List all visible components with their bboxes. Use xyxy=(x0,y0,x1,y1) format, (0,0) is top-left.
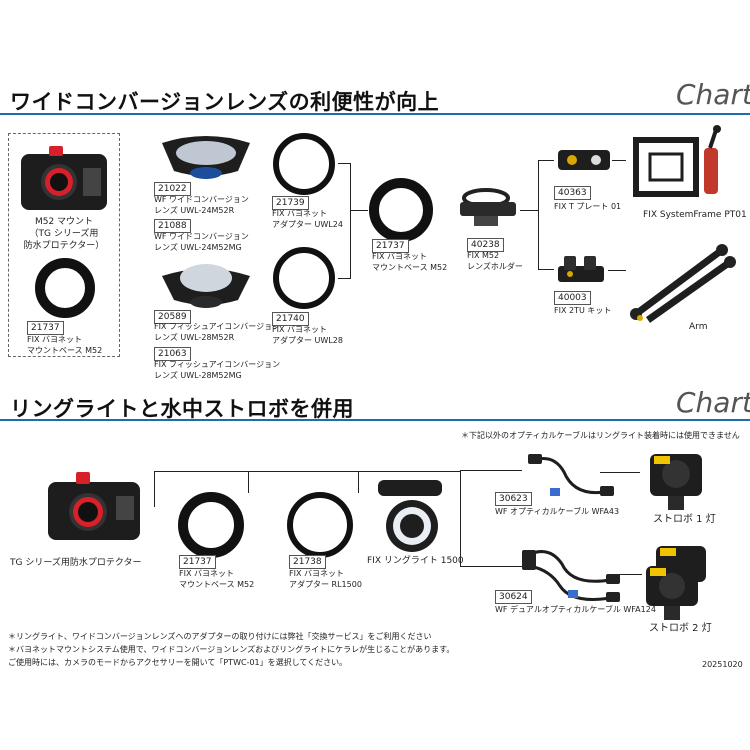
label-40238: FIX M52 レンズホルダー xyxy=(467,251,523,271)
ring-light-icon xyxy=(378,480,442,552)
footnote-3: ご使用時には、カメラのモードからアクセサリーを開いて「PTWC-01」を選択して… xyxy=(8,658,348,667)
code-21063: 21063 xyxy=(154,347,191,361)
note-cable-restriction: ＊下記以外のオプティカルケーブルはリングライト装着時には使用できません xyxy=(461,431,740,440)
2tu-kit-icon xyxy=(558,256,604,282)
code-21088: 21088 xyxy=(154,219,191,233)
label-21088: WF ワイドコンバージョン レンズ UWL-24M52MG xyxy=(154,232,249,252)
code-30624: 30624 xyxy=(495,590,532,604)
optical-cable-icon xyxy=(528,454,614,496)
system-frame-icon xyxy=(633,125,721,197)
code-21737-left: 21737 xyxy=(27,321,64,335)
label-strobe1: ストロボ 1 灯 xyxy=(653,514,716,525)
fisheye-conversion-lens-icon xyxy=(162,264,250,308)
code-21740: 21740 xyxy=(272,312,309,326)
label-21740: FIX バヨネット アダプター UWL28 xyxy=(272,325,343,345)
strobe-double-icon xyxy=(646,546,706,620)
code-21739: 21739 xyxy=(272,196,309,210)
waterproof-protector-icon xyxy=(48,472,140,540)
m52-mount-box: M52 マウント （TG シリーズ用 防水プロテクター） 21737 FIX バ… xyxy=(8,133,120,357)
dual-optical-cable-icon xyxy=(522,550,620,602)
adapter-uwl24-ring xyxy=(273,133,335,195)
label-frame: FIX SystemFrame PT01 xyxy=(643,210,747,220)
label-21737-left: FIX バヨネット マウントベース M52 xyxy=(27,335,103,355)
label-40003: FIX 2TU キット xyxy=(554,306,612,315)
code-20589: 20589 xyxy=(154,310,191,324)
label-protector: TG シリーズ用防水プロテクター xyxy=(10,558,142,568)
label-21737-mid: FIX バヨネット マウントベース M52 xyxy=(372,252,448,272)
label-40363: FIX T プレート 01 xyxy=(554,202,622,211)
label-21738: FIX バヨネット アダプター RL1500 xyxy=(289,569,362,589)
mid-mount-base-ring xyxy=(369,178,433,242)
divider-top xyxy=(0,113,750,115)
divider-bottom xyxy=(0,419,750,421)
adapter-uwl28-ring xyxy=(273,247,335,309)
chart-label-bottom: Chart xyxy=(676,386,750,419)
code-21022: 21022 xyxy=(154,182,191,196)
mount-base-ring xyxy=(35,258,95,318)
label-21022: WF ワイドコンバージョン レンズ UWL-24M52R xyxy=(154,195,249,215)
label-21739: FIX バヨネット アダプター UWL24 xyxy=(272,209,343,229)
code-21737-mid: 21737 xyxy=(372,239,409,253)
label-arm: Arm xyxy=(689,322,708,332)
camera-housing-icon xyxy=(21,146,107,210)
lens-holder-icon xyxy=(460,188,516,226)
code-40003: 40003 xyxy=(554,291,591,305)
arm-icon xyxy=(630,244,736,323)
label-30624: WF デュアルオプティカルケーブル WFA124 xyxy=(495,605,656,614)
strobe-single-icon xyxy=(650,454,702,510)
adapter-rl1500-ring xyxy=(287,492,353,558)
label-20589: FIX フィッシュアイコンバージョン レンズ UWL-28M52R xyxy=(154,322,281,342)
label-21063: FIX フィッシュアイコンバージョン レンズ UWL-28M52MG xyxy=(154,360,281,380)
code-21738: 21738 xyxy=(289,555,326,569)
footnote-2: ＊バヨネットマウントシステム使用で、ワイドコンバージョンレンズおよびリングライト… xyxy=(8,645,455,654)
code-30623: 30623 xyxy=(495,492,532,506)
date-code: 20251020 xyxy=(702,660,743,669)
code-21737-bottom: 21737 xyxy=(179,555,216,569)
m52-mount-caption: M52 マウント （TG シリーズ用 防水プロテクター） xyxy=(23,217,105,251)
section-title-bottom: リングライトと水中ストロボを併用 xyxy=(10,397,354,421)
mount-base-ring-bottom xyxy=(178,492,244,558)
code-40363: 40363 xyxy=(554,186,591,200)
label-ringlight: FIX リングライト 1500 xyxy=(367,556,464,566)
code-40238: 40238 xyxy=(467,238,504,252)
section-title-top: ワイドコンバージョンレンズの利便性が向上 xyxy=(10,90,440,114)
label-strobe2: ストロボ 2 灯 xyxy=(649,623,712,634)
t-plate-icon xyxy=(558,150,610,170)
footnote-1: ＊リングライト、ワイドコンバージョンレンズへのアダプターの取り付けには弊社「交換… xyxy=(8,632,432,641)
label-30623: WF オプティカルケーブル WFA43 xyxy=(495,507,620,516)
chart-label-top: Chart xyxy=(676,78,750,111)
label-21737-bottom: FIX バヨネット マウントベース M52 xyxy=(179,569,255,589)
wide-conversion-lens-icon xyxy=(162,136,250,179)
